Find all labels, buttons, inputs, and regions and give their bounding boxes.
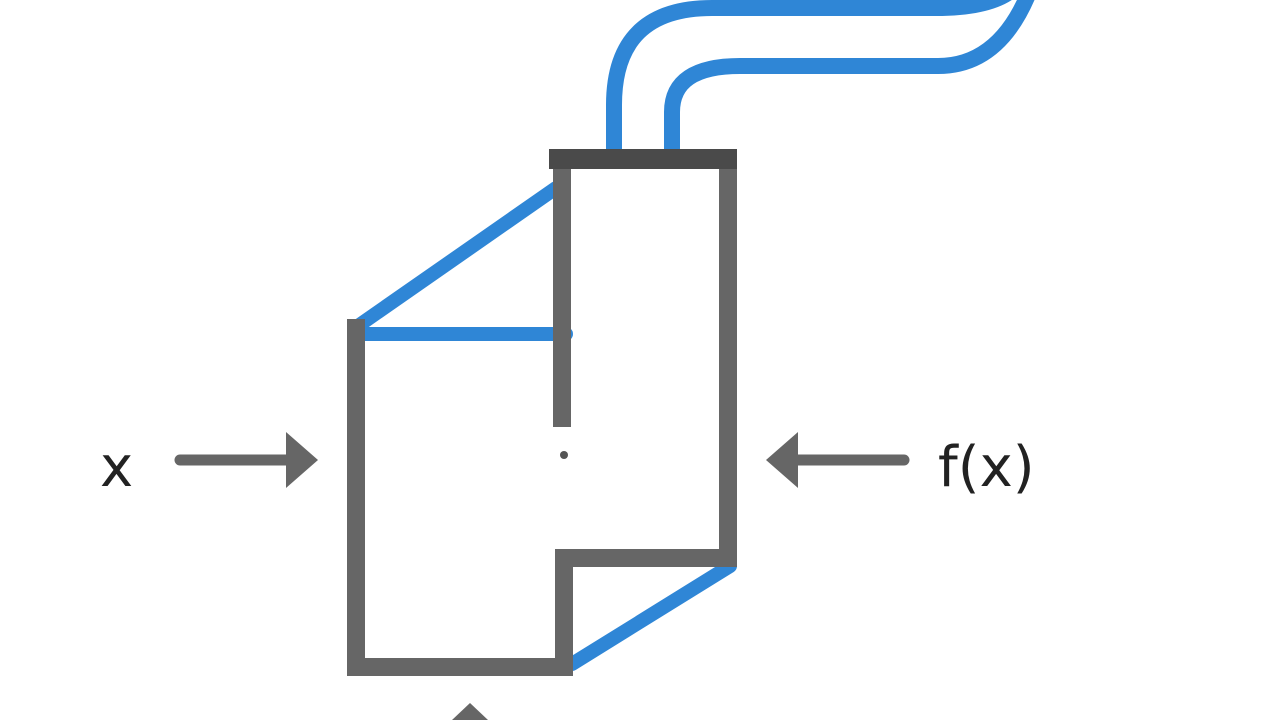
arrow-left-icon	[766, 432, 910, 488]
arrow-right-icon	[174, 432, 318, 488]
frame-top-cap	[549, 149, 737, 169]
fold-bottom-diagonal	[565, 559, 737, 671]
cable-outer	[606, 0, 1012, 150]
arrow-up-icon	[452, 703, 488, 720]
fold-lines	[351, 181, 737, 671]
cable-inner	[664, 0, 1035, 150]
frame	[347, 151, 737, 676]
output-label: f(x)	[938, 435, 1035, 500]
center-dot	[560, 451, 568, 459]
cable-pair	[606, 0, 1035, 150]
fold-top-diagonal	[351, 181, 563, 333]
input-label: x	[100, 435, 134, 500]
frame-outline	[347, 151, 737, 676]
